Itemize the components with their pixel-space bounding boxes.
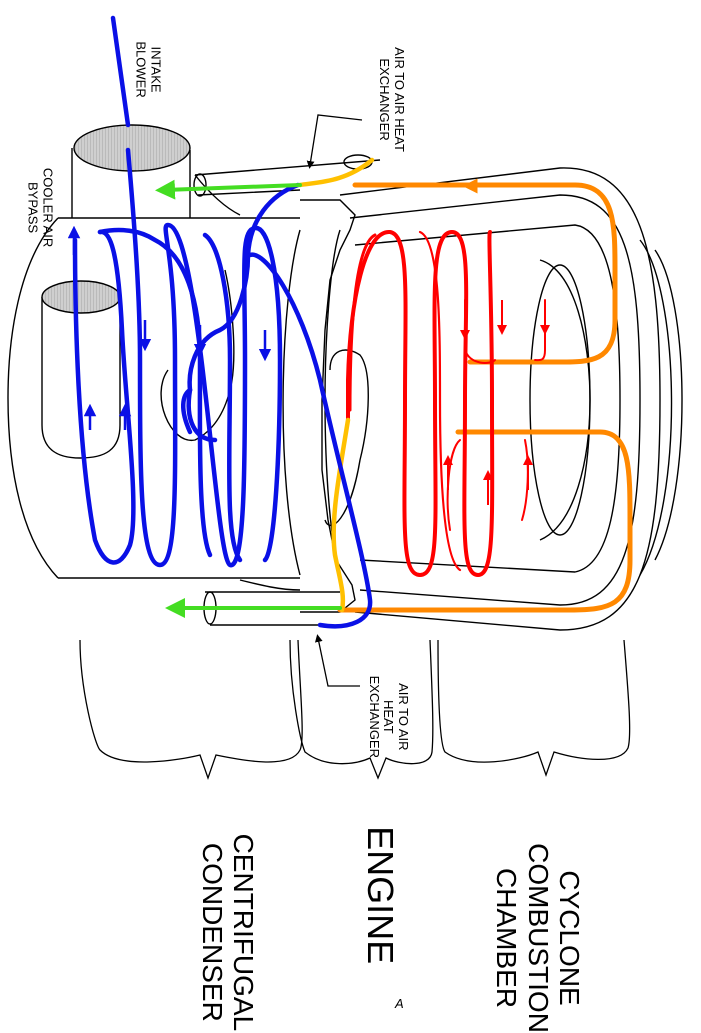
combustion-flow bbox=[346, 229, 546, 578]
cooler-air-bypass-port bbox=[41, 280, 121, 314]
housing-outline bbox=[7, 148, 683, 631]
corner-mark: A bbox=[395, 995, 404, 1011]
combustion-arrows bbox=[443, 300, 550, 505]
intake-arrows bbox=[67, 225, 272, 430]
outlet-flow bbox=[155, 179, 342, 618]
air-to-air-bottom-label: AIR TO AIR HEAT EXCHANGER bbox=[367, 675, 412, 758]
exhaust-flow bbox=[337, 178, 633, 613]
intake-blower-port bbox=[73, 124, 191, 172]
cooler-air-bypass-label: COOLER AIR BYPASS bbox=[25, 167, 56, 247]
cyclone-engine-diagram bbox=[7, 15, 683, 780]
air-to-air-top-label: AIR TO AIR HEAT EXCHANGER bbox=[377, 46, 408, 152]
leader-lines bbox=[306, 114, 363, 687]
intake-blower-label: INTAKE BLOWER bbox=[134, 40, 165, 98]
diagram-canvas: INTAKE BLOWER COOLER AIR BYPASS AIR TO A… bbox=[7, 15, 683, 1033]
transition-flow bbox=[297, 157, 375, 613]
cyclone-combustion-chamber-label: CYCLONE COMBUSTION CHAMBER bbox=[491, 843, 585, 1033]
section-braces bbox=[79, 639, 631, 780]
